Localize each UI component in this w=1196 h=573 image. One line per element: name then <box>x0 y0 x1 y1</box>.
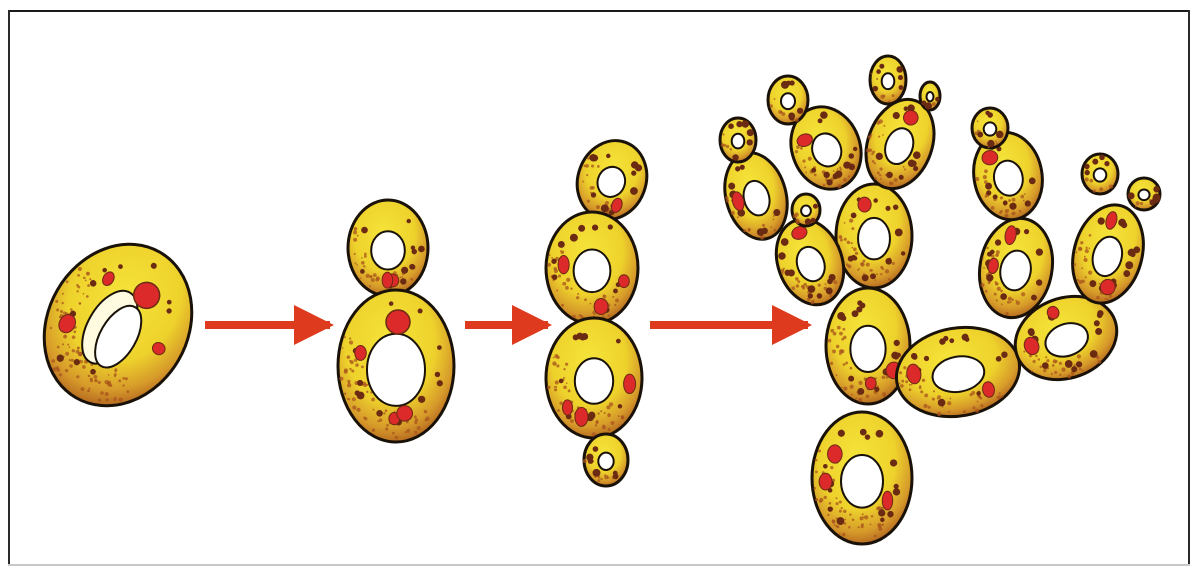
yeast-cell <box>348 200 428 296</box>
yeast-cell <box>15 217 220 432</box>
yeast-cell <box>768 76 808 124</box>
yeast-cell <box>920 82 940 110</box>
yeast-cell <box>1062 197 1154 311</box>
yeast-cell <box>792 194 820 226</box>
yeast-cell <box>836 184 912 288</box>
stage-single-cell <box>15 217 220 432</box>
yeast-cell <box>583 434 628 486</box>
yeast-cell <box>546 212 638 324</box>
stage-cell-chain <box>546 131 658 486</box>
yeast-cell <box>338 290 454 442</box>
yeast-cell <box>1128 178 1161 210</box>
yeast-cell <box>812 412 912 544</box>
yeast-cell <box>720 118 756 162</box>
yeast-cell <box>546 318 642 438</box>
stages-layer <box>15 56 1160 544</box>
yeast-cell <box>1082 154 1118 194</box>
stage-budding-cell <box>338 200 454 442</box>
yeast-cell <box>972 108 1008 148</box>
yeast-cell <box>870 56 906 104</box>
stage-branched-colony <box>715 56 1160 544</box>
